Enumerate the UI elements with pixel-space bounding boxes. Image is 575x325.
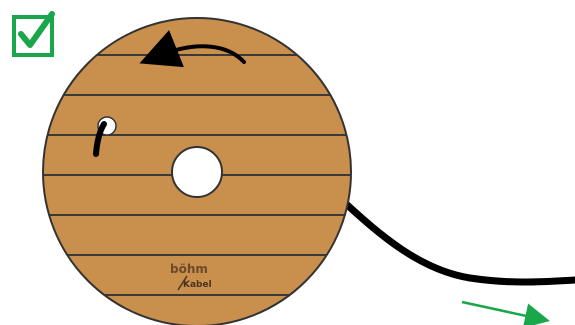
cable-outgoing: [344, 202, 575, 282]
logo-text-top: böhm: [170, 262, 208, 276]
arrow-right-icon: [462, 302, 545, 320]
logo-text-bottom: Kabel: [183, 280, 212, 290]
drum-hub: [172, 147, 222, 197]
check-icon: [14, 14, 52, 55]
cable-drum: [30, 18, 370, 325]
